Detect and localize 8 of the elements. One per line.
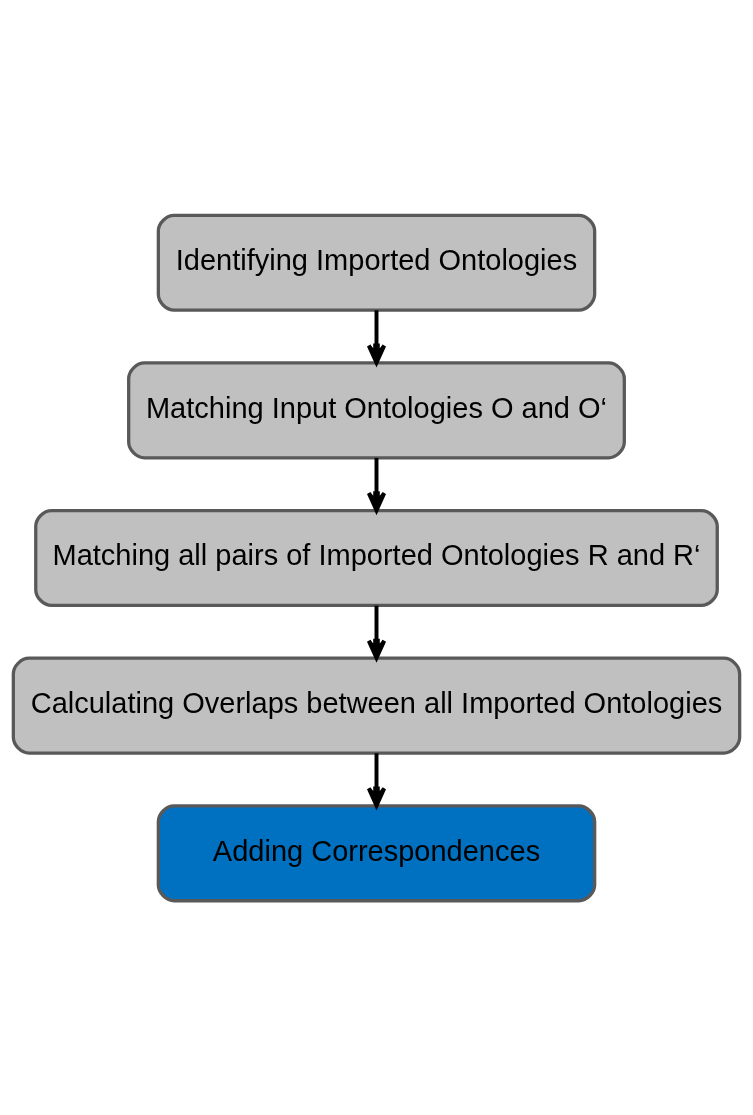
node-box: Matching all pairs of Imported Ontologies R and R‘ xyxy=(34,508,719,607)
arrow xyxy=(366,605,387,660)
node-box: Identifying Imported Ontologies xyxy=(156,213,597,312)
node-box: Adding Correspondences xyxy=(156,803,597,902)
arrow xyxy=(366,309,387,365)
arrow xyxy=(366,752,387,808)
node-box: Matching Input Ontologies O and O‘ xyxy=(127,360,626,459)
node-box: Calculating Overlaps between all Imported Ontologies xyxy=(11,656,742,755)
